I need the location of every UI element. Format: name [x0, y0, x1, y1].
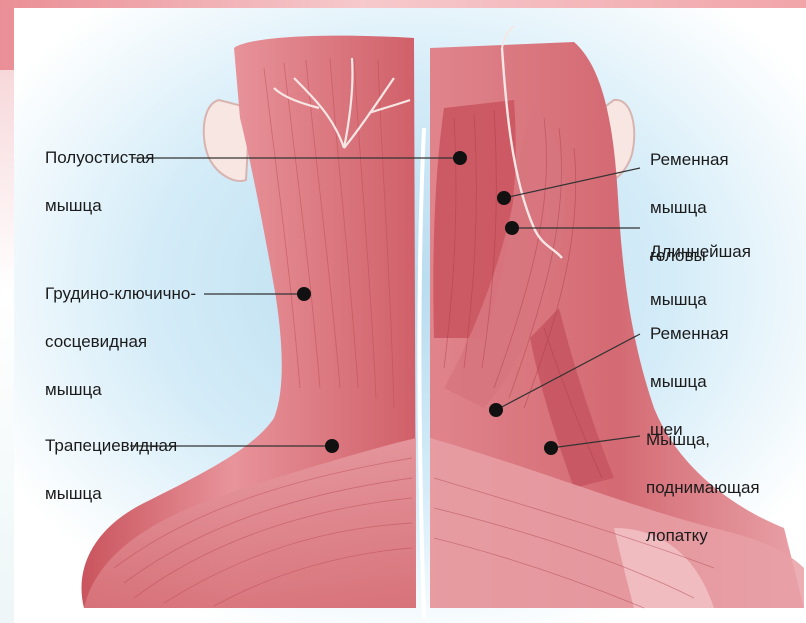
label-trapezius-line-2: мышца	[45, 482, 177, 506]
marker-sternocleidomastoid	[297, 287, 311, 301]
label-sternocleidomastoid: Грудино-ключично- сосцевидная мышца	[45, 258, 196, 426]
left-decorative-strip	[0, 70, 14, 623]
label-semispinalis-line-1: Полуостистая	[45, 146, 155, 170]
label-splenius-cervicis-line-2: мышца	[650, 370, 729, 394]
marker-levator-scapulae	[544, 441, 558, 455]
marker-semispinalis	[453, 151, 467, 165]
label-semispinalis: Полуостистая мышца	[45, 122, 155, 242]
label-levator-scapulae-line-3: лопатку	[646, 524, 760, 548]
marker-splenius-capitis	[497, 191, 511, 205]
marker-longissimus	[505, 221, 519, 235]
label-levator-scapulae-line-2: поднимающая	[646, 476, 760, 500]
marker-trapezius	[325, 439, 339, 453]
label-longissimus-line-1: Длиннейшая	[650, 240, 751, 264]
label-levator-scapulae: Мышца, поднимающая лопатку	[646, 404, 760, 572]
label-semispinalis-line-2: мышца	[45, 194, 155, 218]
label-sternocleidomastoid-line-1: Грудино-ключично-	[45, 282, 196, 306]
marker-splenius-cervicis	[489, 403, 503, 417]
label-splenius-capitis-line-1: Ременная	[650, 148, 729, 172]
label-sternocleidomastoid-line-3: мышца	[45, 378, 196, 402]
label-levator-scapulae-line-1: Мышца,	[646, 428, 760, 452]
label-trapezius: Трапециевидная мышца	[45, 410, 177, 530]
label-sternocleidomastoid-line-2: сосцевидная	[45, 330, 196, 354]
label-splenius-cervicis-line-1: Ременная	[650, 322, 729, 346]
diagram-panel: Полуостистая мышца Грудино-ключично- сос…	[14, 8, 806, 623]
label-trapezius-line-1: Трапециевидная	[45, 434, 177, 458]
